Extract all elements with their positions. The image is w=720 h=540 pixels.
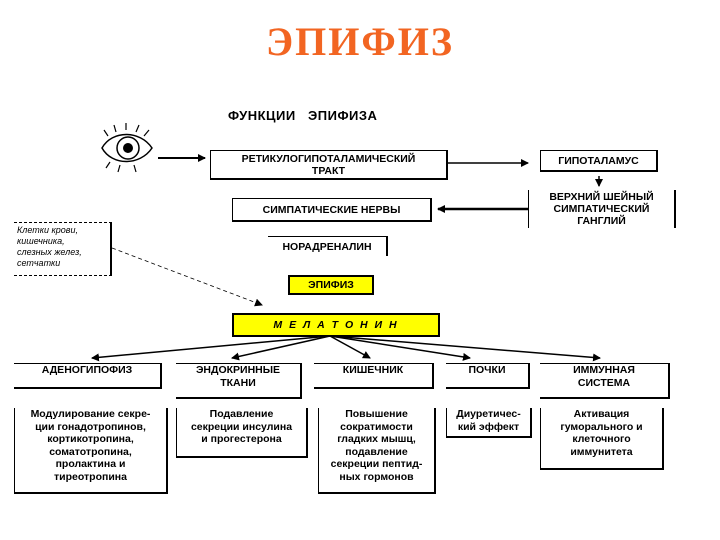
epiphysis-box: ЭПИФИЗ	[288, 275, 374, 295]
effect-kidneys: Диуретичес- кий эффект	[446, 408, 532, 438]
page-title: ЭПИФИЗ	[266, 19, 454, 64]
target-adenohypophysis: АДЕНОГИПОФИЗ	[14, 363, 162, 389]
effect-adenohypophysis: Модулирование секре- ции гонадотропинов,…	[14, 408, 168, 494]
sympathetic-nerves-box: СИМПАТИЧЕСКИЕ НЕРВЫ	[232, 198, 432, 222]
eye-icon	[98, 122, 158, 179]
tract-box: РЕТИКУЛОГИПОТАЛАМИЧЕСКИЙ ТРАКТ	[210, 150, 448, 180]
noradrenaline-box: НОРАДРЕНАЛИН	[268, 236, 388, 256]
diagram-subtitle: ФУНКЦИИ ЭПИФИЗА	[228, 108, 378, 123]
blood-cells-note: Клетки крови, кишечника, слезных желез, …	[14, 222, 112, 276]
effect-endocrine-tissues: Подавление секреции инсулина и прогестер…	[176, 408, 308, 458]
melatonin-box: М Е Л А Т О Н И Н	[232, 313, 440, 337]
ganglion-box: ВЕРХНИЙ ШЕЙНЫЙ СИМПАТИЧЕСКИЙ ГАНГЛИЙ	[528, 190, 676, 228]
target-kidneys: ПОЧКИ	[446, 363, 530, 389]
effect-immune-system: Активация гуморального и клеточного имму…	[540, 408, 664, 470]
target-endocrine-tissues: ЭНДОКРИННЫЕ ТКАНИ	[176, 363, 302, 399]
effect-intestine: Повышение сократимости гладких мышц, под…	[318, 408, 436, 494]
hypothalamus-box: ГИПОТАЛАМУС	[540, 150, 658, 172]
target-immune-system: ИММУННАЯ СИСТЕМА	[540, 363, 670, 399]
target-intestine: КИШЕЧНИК	[314, 363, 434, 389]
